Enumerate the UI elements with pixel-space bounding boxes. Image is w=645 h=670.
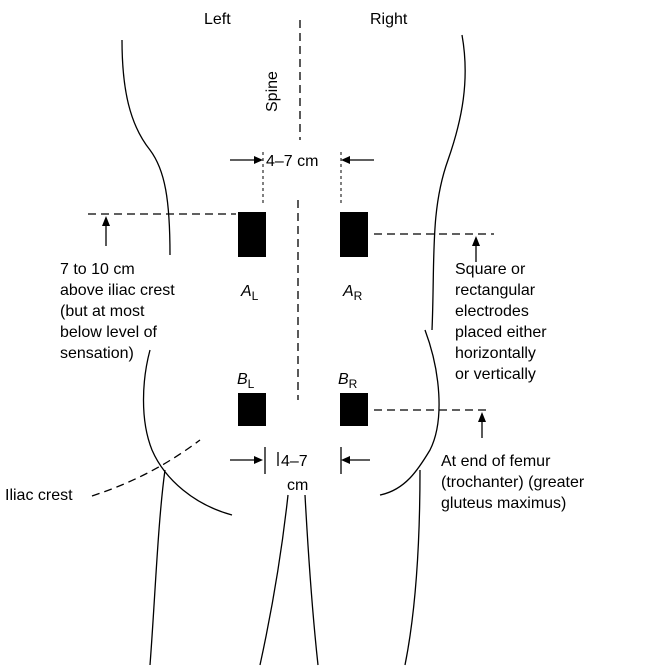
bottom-spacing-unit: cm xyxy=(287,477,308,494)
electrode-a-left xyxy=(238,212,266,257)
top-spacing-arrowhead-right xyxy=(341,156,350,164)
electrode-label-ar: AR xyxy=(342,283,363,303)
right-label: Right xyxy=(370,11,408,28)
top-spacing-label: 4–7 cm xyxy=(266,153,318,170)
inner-right-leg-outline xyxy=(305,495,318,665)
left-hip-outline xyxy=(144,350,233,515)
inner-left-leg-outline xyxy=(260,495,288,665)
spine-label: Spine xyxy=(264,71,281,112)
bottom-spacing-arrowhead-left xyxy=(254,456,263,464)
left-torso-outline xyxy=(122,40,170,255)
right-hip-outline xyxy=(380,330,439,495)
right-note-arrowhead xyxy=(472,236,480,246)
femur-note-arrowhead xyxy=(478,412,486,422)
electrode-label-bl: BL xyxy=(237,371,255,391)
bottom-spacing-arrowhead-right xyxy=(341,456,350,464)
electrode-b-left xyxy=(238,393,266,426)
bottom-spacing-value: 4–7 xyxy=(281,453,308,470)
femur-note: At end of femur (trochanter) (greater gl… xyxy=(441,453,589,512)
iliac-crest-label: Iliac crest xyxy=(5,487,73,504)
electrode-label-br: BR xyxy=(338,371,358,391)
right-note: Square or rectangular electrodes placed … xyxy=(455,261,551,383)
left-note-arrowhead xyxy=(102,216,110,226)
electrode-a-right xyxy=(340,212,368,257)
right-leg-outline xyxy=(405,470,420,665)
left-leg-outline xyxy=(150,470,165,665)
electrode-label-al: AL xyxy=(240,283,259,303)
left-note: 7 to 10 cm above iliac crest (but at mos… xyxy=(60,261,179,362)
top-spacing-arrowhead-left xyxy=(254,156,263,164)
left-label: Left xyxy=(204,11,231,28)
electrode-b-right xyxy=(340,393,368,426)
iliac-crest-line xyxy=(92,440,200,496)
